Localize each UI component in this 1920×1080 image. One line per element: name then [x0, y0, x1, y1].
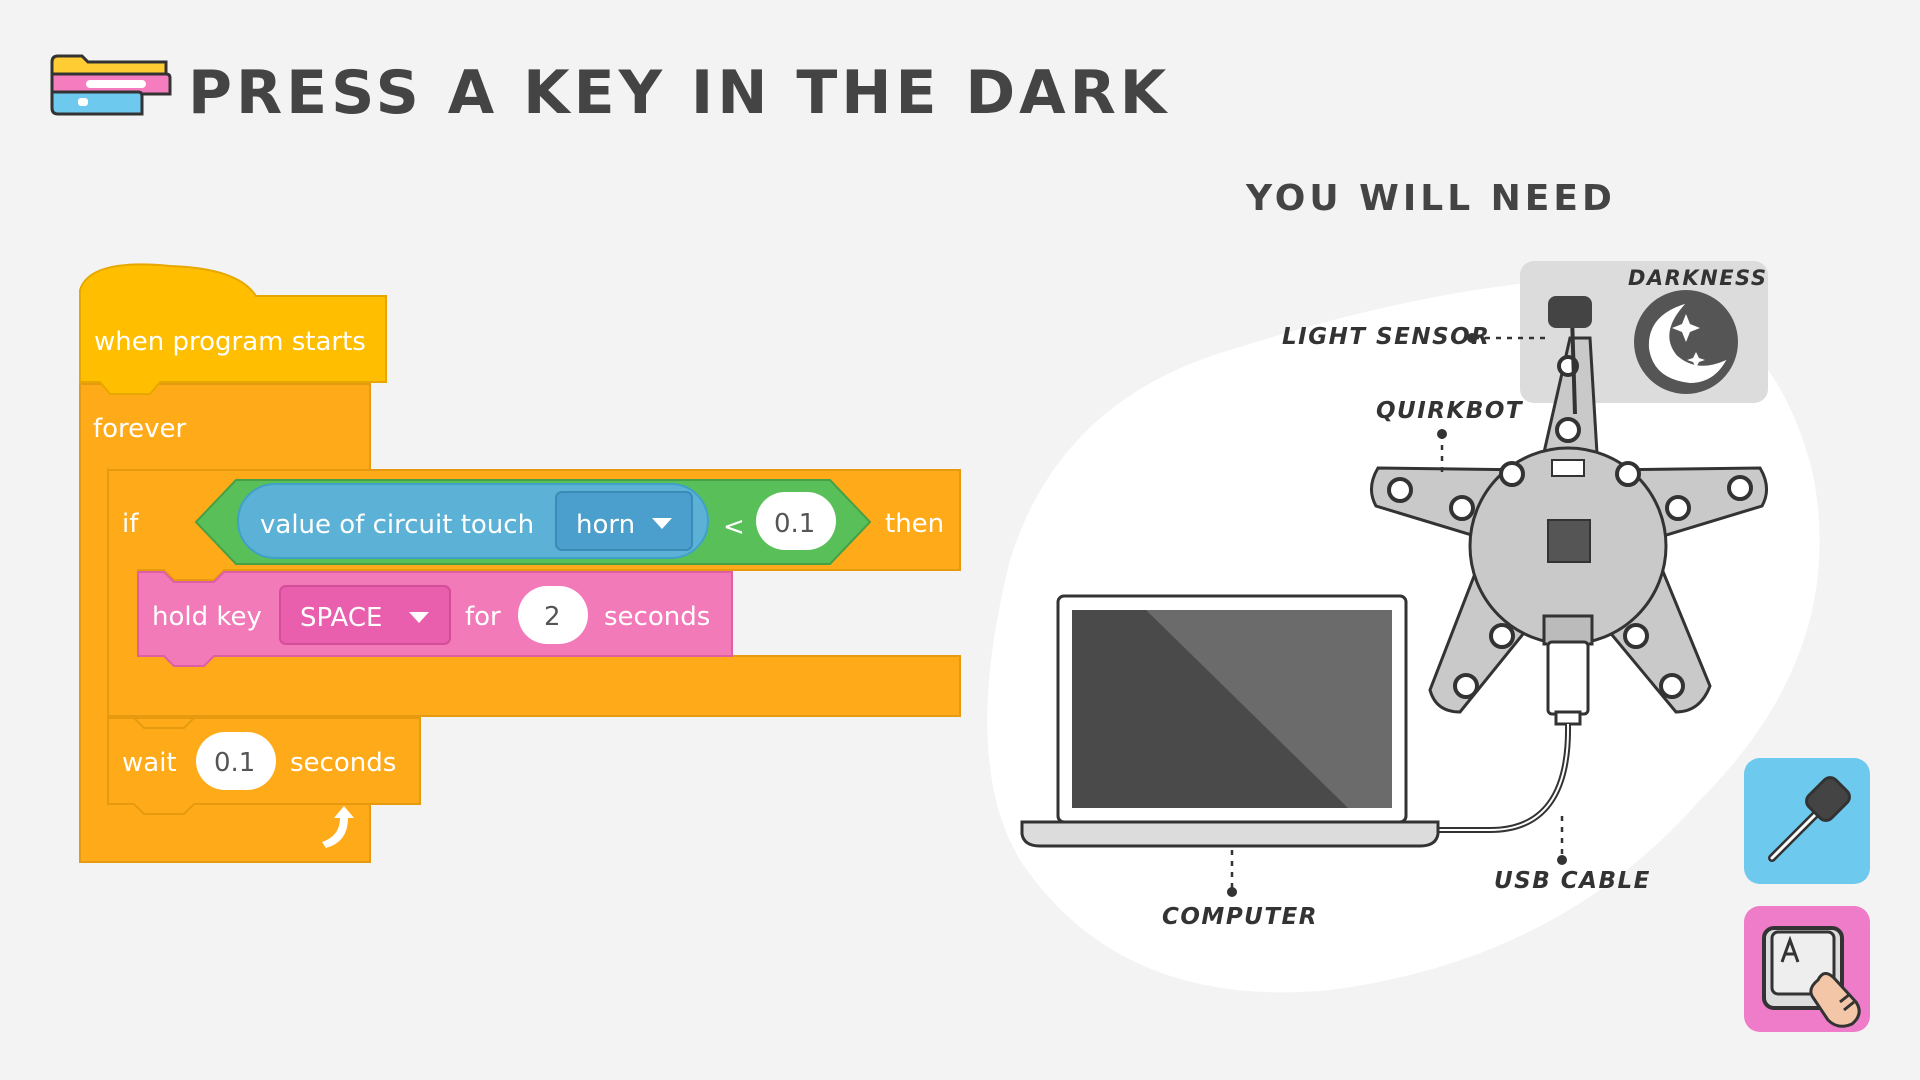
usb-cable: [1436, 614, 1594, 833]
keyboard-key-icon: [1762, 926, 1861, 1028]
key-dropdown[interactable]: [279, 585, 451, 645]
hold-key-label: hold key: [152, 602, 262, 632]
threshold-value: 0.1: [774, 509, 815, 539]
computer-callout: COMPUTER: [1162, 904, 1318, 930]
horn-dropdown[interactable]: [555, 491, 693, 551]
light-sensor-icon: [1768, 776, 1851, 862]
then-label: then: [885, 509, 944, 539]
light-sensor: [1548, 296, 1592, 415]
usb-cable-callout: USB CABLE: [1494, 868, 1651, 894]
threshold-input[interactable]: [756, 492, 836, 550]
hold-seconds-label: seconds: [604, 602, 710, 632]
wait-block[interactable]: wait 0.1 seconds: [107, 717, 421, 815]
wait-seconds-value: 0.1: [214, 748, 255, 778]
reporter-label: value of circuit touch: [260, 510, 534, 540]
hold-key-block[interactable]: hold key SPACE for 2 seconds: [137, 571, 733, 667]
dropdown-arrow-icon: [652, 518, 672, 529]
quirkbot-callout: QUIRKBOT: [1376, 398, 1524, 424]
light-sensor-callout: LIGHT SENSOR: [1282, 324, 1491, 350]
you-will-need-heading: YOU WILL NEED: [1246, 178, 1616, 219]
program-script: forever when program starts if then < 0.…: [79, 263, 961, 863]
horn-dropdown-value: horn: [576, 510, 635, 540]
wait-seconds-label: seconds: [290, 748, 396, 778]
key-dropdown-value: SPACE: [300, 603, 382, 633]
wait-seconds-input[interactable]: [196, 732, 276, 790]
when-program-starts-block[interactable]: when program starts: [79, 263, 387, 395]
loop-arrow-icon: [322, 806, 354, 848]
if-label: if: [122, 509, 139, 539]
page-title: PRESS A KEY IN THE DARK: [188, 58, 1171, 128]
hold-seconds-input[interactable]: [518, 586, 588, 644]
wait-label: wait: [122, 748, 177, 778]
for-label: for: [465, 602, 501, 632]
setup-illustration: [987, 261, 1820, 993]
operator-symbol: <: [723, 512, 745, 542]
dropdown-arrow-icon: [409, 612, 429, 623]
forever-label: forever: [93, 414, 187, 444]
darkness-callout: DARKNESS: [1628, 266, 1768, 290]
keyboard-key-card: [1744, 906, 1870, 1032]
quirkbot-board: [1370, 336, 1768, 714]
circuit-touch-reporter[interactable]: value of circuit touch horn: [237, 483, 709, 559]
hat-label: when program starts: [94, 327, 366, 357]
hold-seconds-value: 2: [544, 602, 561, 632]
laptop-computer: [1020, 594, 1440, 848]
light-sensor-card: [1744, 758, 1870, 884]
code-blocks-icon: [50, 54, 172, 116]
